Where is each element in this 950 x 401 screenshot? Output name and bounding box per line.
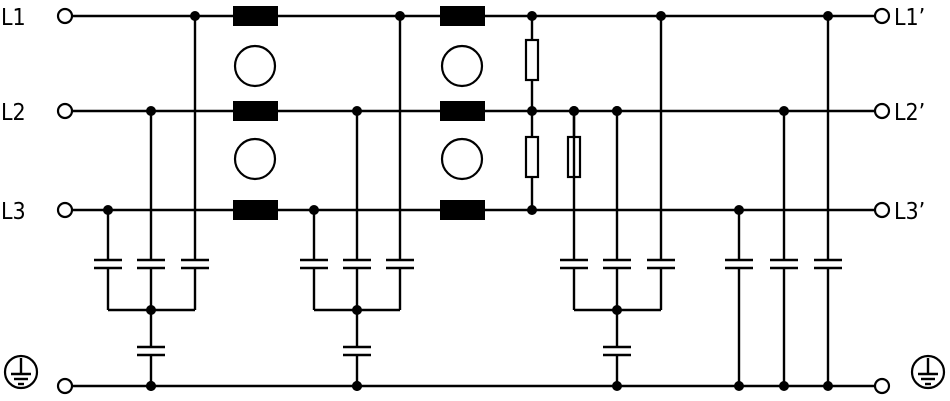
junction-dot (569, 106, 579, 116)
capacitor-network (94, 16, 842, 386)
junction-dot (734, 381, 744, 391)
label-l1: L1 (1, 5, 26, 31)
junction-dot (395, 11, 405, 21)
resistor (524, 38, 540, 82)
junction-dot (309, 205, 319, 215)
junction-dot (527, 205, 537, 215)
junction-dot (612, 381, 622, 391)
junction-dot (146, 106, 156, 116)
earth-ground-icon (910, 354, 946, 390)
choke-winding (440, 6, 485, 26)
terminal-l1-out (873, 7, 891, 25)
terminal-l2-out (873, 102, 891, 120)
choke-winding (233, 101, 278, 121)
choke-winding (233, 200, 278, 220)
choke-winding (233, 6, 278, 26)
junction-dot (656, 11, 666, 21)
terminal-l3-in (56, 201, 74, 219)
terminal-pe-in (56, 377, 74, 395)
junction-dot (734, 205, 744, 215)
junction-dot (823, 11, 833, 21)
junction-dot (146, 305, 156, 315)
label-l2: L2 (1, 100, 26, 126)
junction-dot (527, 106, 537, 116)
junction-dot (612, 106, 622, 116)
choke-core (233, 137, 277, 181)
label-l2-prime: L2’ (894, 100, 925, 126)
choke-winding (440, 200, 485, 220)
junction-dot (146, 381, 156, 391)
junction-dot (612, 305, 622, 315)
common-mode-choke-2 (440, 6, 485, 220)
junction-dot (190, 11, 200, 21)
choke-core (233, 44, 277, 88)
common-mode-choke-1 (233, 6, 278, 220)
terminal-l2-in (56, 102, 74, 120)
junction-dot (823, 381, 833, 391)
label-l3-prime: L3’ (894, 199, 925, 225)
junction-dot (352, 381, 362, 391)
terminal-pe-out (873, 377, 891, 395)
junction-dot (779, 381, 789, 391)
terminal-l3-out (873, 201, 891, 219)
label-l3: L3 (1, 199, 26, 225)
label-l1-prime: L1’ (894, 5, 925, 31)
resistor (524, 135, 540, 179)
junction-dot (527, 11, 537, 21)
junction-dot (352, 106, 362, 116)
choke-winding (440, 101, 485, 121)
choke-core (440, 44, 484, 88)
junction-dot (103, 205, 113, 215)
junction-dot (352, 305, 362, 315)
terminal-l1-in (56, 7, 74, 25)
junction-dot (779, 106, 789, 116)
junction-nodes (103, 11, 833, 391)
earth-ground-icon (3, 354, 39, 390)
choke-core (440, 137, 484, 181)
